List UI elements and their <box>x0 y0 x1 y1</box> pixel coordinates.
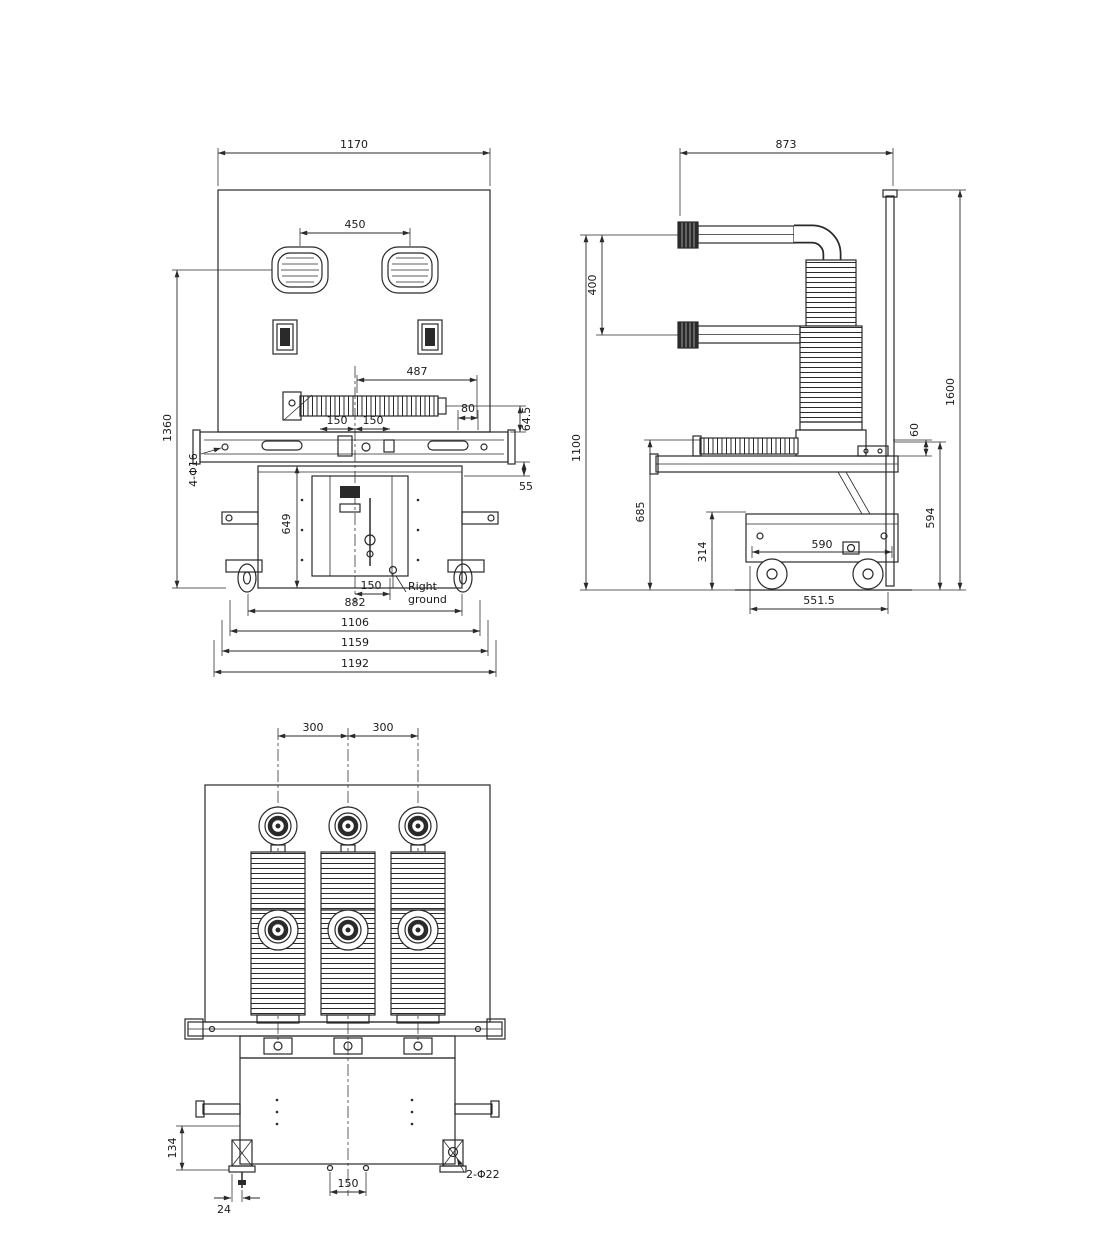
window-left <box>272 319 298 355</box>
dim-side-60: 60 <box>908 423 921 437</box>
dim-side-314: 314 <box>696 542 709 563</box>
dim-front-1159: 1159 <box>341 636 369 649</box>
dim-side-594: 594 <box>924 508 937 529</box>
dim-side-trolley-width: 590 <box>812 538 833 551</box>
dim-front-1192: 1192 <box>341 657 369 670</box>
dim-front-cabinet-height: 649 <box>280 514 293 535</box>
side-wheel-left <box>756 558 788 590</box>
rear-frame <box>184 1018 506 1059</box>
pole-2 <box>321 807 375 1023</box>
label-front-mount-holes: 4-Φ16 <box>187 453 200 487</box>
dim-side-bushing-spacing: 400 <box>586 275 599 296</box>
side-pole-column <box>795 259 867 457</box>
dim-rear-134: 134 <box>166 1138 179 1159</box>
dim-front-width-top: 1170 <box>340 138 368 151</box>
dim-side-1100: 1100 <box>570 434 583 462</box>
dim-front-vent-spacing: 450 <box>345 218 366 231</box>
pole-3 <box>391 807 445 1023</box>
side-lower-bushing <box>677 321 801 349</box>
rear-poles <box>251 807 445 1023</box>
foot-hole <box>447 1146 459 1158</box>
pole-1 <box>251 807 305 1023</box>
side-dimensions: 873 400 1100 685 314 590 <box>570 138 966 614</box>
side-upper-bushing <box>677 221 842 260</box>
dim-side-depth-top: 873 <box>776 138 797 151</box>
dim-side-wheel-base: 551.5 <box>803 594 835 607</box>
dim-front-150-right: 150 <box>363 414 384 427</box>
dim-front-55: 55 <box>519 480 533 493</box>
side-frame <box>649 435 899 515</box>
rear-feet <box>228 1139 467 1188</box>
dim-front-64-5: 64.5 <box>520 407 533 432</box>
side-view: 873 400 1100 685 314 590 <box>570 138 966 614</box>
dim-rear-pole-spacing-1: 300 <box>303 721 324 734</box>
dim-rear-150: 150 <box>338 1177 359 1190</box>
dim-rear-pole-spacing-2: 300 <box>373 721 394 734</box>
side-wheel-right <box>852 558 884 590</box>
dim-front-height-total: 1360 <box>161 414 174 442</box>
front-view: 1170 450 487 80 64.5 150 150 <box>161 138 533 677</box>
rear-handle-right <box>454 1103 493 1115</box>
vent-right <box>381 246 439 294</box>
front-frame-beam <box>192 429 516 465</box>
label-rear-foot-holes: 2-Φ22 <box>466 1168 500 1181</box>
rear-dimensions: 300 300 134 24 150 2-Φ22 <box>166 721 500 1216</box>
rear-cabinet <box>195 1057 500 1165</box>
front-wheels <box>225 559 485 593</box>
front-cabinet <box>221 465 499 589</box>
window-right <box>417 319 443 355</box>
label-right-ground-line1: Right <box>408 580 438 593</box>
dim-front-ground-offset: 150 <box>361 579 382 592</box>
dim-front-arm-span: 487 <box>407 365 428 378</box>
dim-front-80: 80 <box>461 402 475 415</box>
side-back-plate <box>882 189 898 587</box>
dim-front-1106: 1106 <box>341 616 369 629</box>
dim-side-height-total: 1600 <box>944 378 957 406</box>
dim-side-685: 685 <box>634 502 647 523</box>
rear-handle-left <box>202 1103 241 1115</box>
rear-view: 300 300 134 24 150 2-Φ22 <box>166 721 506 1216</box>
dim-rear-24: 24 <box>217 1203 231 1216</box>
label-right-ground-line2: ground <box>408 593 447 606</box>
front-dimensions: 1170 450 487 80 64.5 150 150 <box>161 138 533 677</box>
vent-left <box>271 246 329 294</box>
dim-front-150-left: 150 <box>327 414 348 427</box>
front-bellows-arm <box>282 391 447 421</box>
dim-front-882: 882 <box>345 596 366 609</box>
